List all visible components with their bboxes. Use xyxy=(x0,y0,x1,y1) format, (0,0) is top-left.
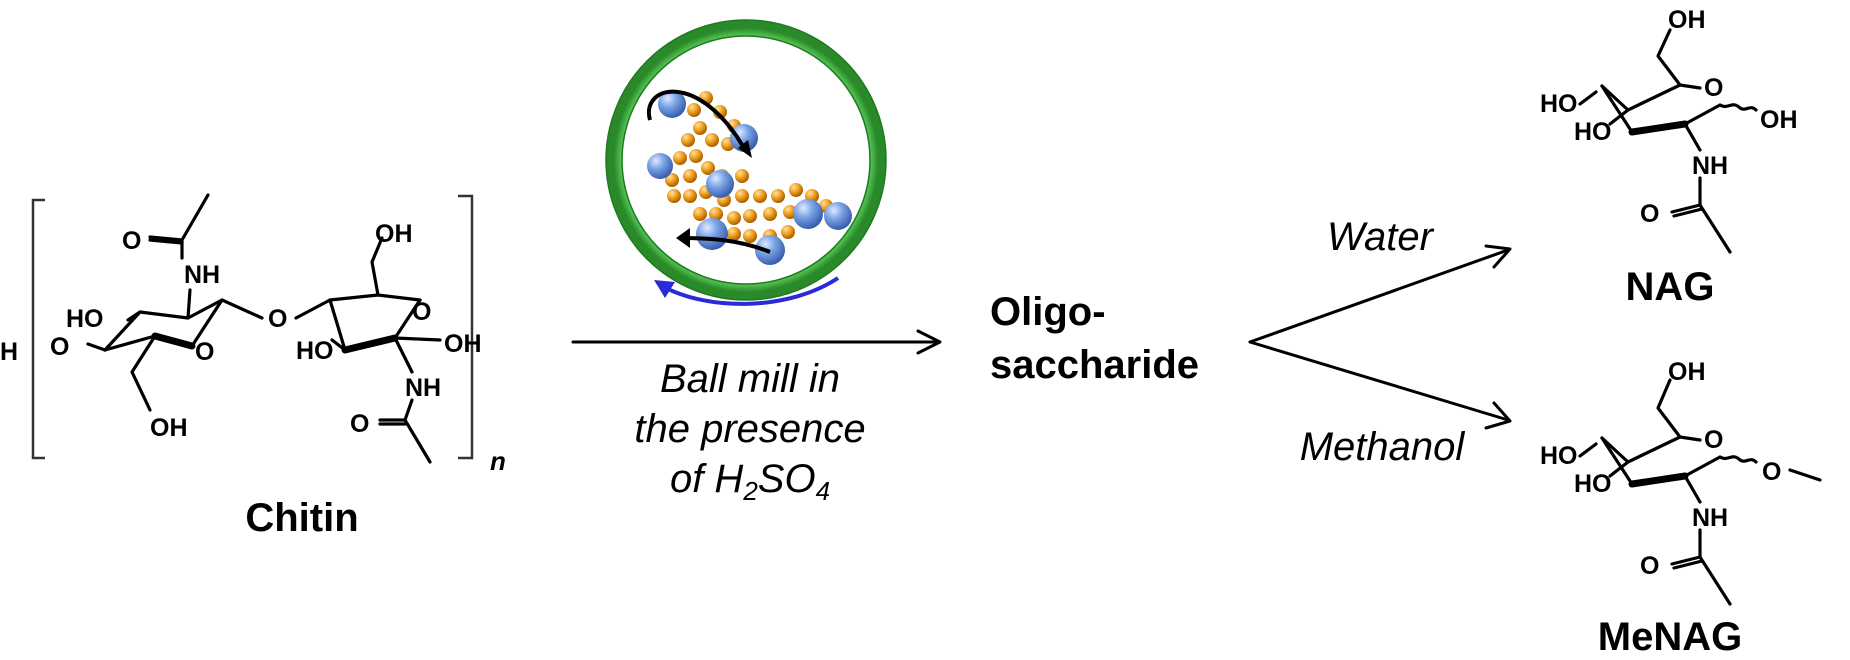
small-ball xyxy=(735,189,749,203)
menag-atom-nh: NH xyxy=(1692,504,1728,532)
water-arrow xyxy=(1248,248,1510,344)
ball-mill-illustration xyxy=(605,19,887,306)
nag-atom-o-ring: O xyxy=(1704,74,1723,102)
ball-mill-jar xyxy=(606,20,886,300)
condition-line-3: of H2SO4 xyxy=(670,457,830,506)
chitin-repeat-subscript: n xyxy=(490,446,506,476)
chitin-atom-o-ring-1: O xyxy=(195,338,214,366)
right-bracket xyxy=(458,194,474,460)
small-ball xyxy=(673,151,687,165)
menag-atom-o-methoxy: O xyxy=(1762,458,1781,486)
nag-structure: OH HO HO O OH NH O NAG xyxy=(1540,6,1798,309)
large-ball xyxy=(647,153,673,179)
small-ball xyxy=(763,207,777,221)
small-ball xyxy=(753,189,767,203)
small-ball xyxy=(667,189,681,203)
chitin-structure: O NH HO O O H O OH OH HO O OH NH O n Chi… xyxy=(0,193,506,540)
nag-atom-ho-1: HO xyxy=(1540,90,1578,118)
small-ball xyxy=(727,211,741,225)
intermediate: Oligo- saccharide xyxy=(990,290,1199,387)
small-ball xyxy=(743,209,757,223)
acid-sub-1: 2 xyxy=(742,476,758,506)
large-ball xyxy=(824,202,852,230)
small-ball xyxy=(683,189,697,203)
menag-atom-o-ring: O xyxy=(1704,426,1723,454)
left-bracket xyxy=(31,198,45,460)
small-ball xyxy=(789,183,803,197)
small-ball xyxy=(713,105,727,119)
large-ball xyxy=(696,218,728,250)
chitin-atom-h-end: H xyxy=(0,338,18,366)
nag-label: NAG xyxy=(1626,265,1715,309)
large-ball xyxy=(730,124,758,152)
chitin-label: Chitin xyxy=(245,496,358,540)
menag-label: MeNAG xyxy=(1598,615,1742,659)
large-ball xyxy=(658,90,686,118)
menag-atom-ho-1: HO xyxy=(1540,442,1578,470)
chitin-atom-ho-1: HO xyxy=(66,305,104,333)
chitin-atom-o-end: O xyxy=(50,333,69,361)
small-ball xyxy=(689,149,703,163)
condition-methanol: Methanol xyxy=(1300,425,1466,469)
small-ball xyxy=(727,227,741,241)
chitin-atom-ho-2: HO xyxy=(296,337,334,365)
small-ball xyxy=(771,189,785,203)
small-ball xyxy=(665,173,679,187)
condition-water: Water xyxy=(1327,215,1435,259)
ball-mill-conditions: Ball mill in the presence of H2SO4 xyxy=(634,357,865,506)
small-ball xyxy=(781,225,795,239)
small-ball xyxy=(743,229,757,243)
chitin-atom-oh-end: OH xyxy=(444,330,482,358)
chitin-atom-oh-ch2-2: OH xyxy=(375,220,413,248)
condition-line-2: the presence xyxy=(634,407,865,451)
acid-prefix: of H xyxy=(670,457,743,501)
chitin-atom-oh-ch2-1: OH xyxy=(150,414,188,442)
chitin-atom-o-link: O xyxy=(268,305,287,333)
small-ball xyxy=(683,169,697,183)
menag-atom-ho-2: HO xyxy=(1574,470,1612,498)
nag-atom-nh: NH xyxy=(1692,152,1728,180)
condition-line-1: Ball mill in xyxy=(660,357,840,401)
menag-structure: OH HO HO O O NH O MeNAG xyxy=(1540,358,1822,659)
nag-atom-oh-top: OH xyxy=(1668,6,1706,34)
large-ball xyxy=(793,199,823,229)
small-ball xyxy=(687,103,701,117)
small-ball xyxy=(681,133,695,147)
nag-atom-ho-2: HO xyxy=(1574,118,1612,146)
methanol-arrow xyxy=(1248,340,1510,422)
small-ball xyxy=(693,121,707,135)
rotation-arrow xyxy=(661,276,840,306)
motion-arrow-upper xyxy=(646,89,747,151)
small-ball xyxy=(693,207,707,221)
chitin-atom-nh-1: NH xyxy=(184,261,220,289)
intermediate-line-2: saccharide xyxy=(990,343,1199,387)
menag-atom-o-carbonyl: O xyxy=(1640,552,1659,580)
chitin-atom-o-ring-2: O xyxy=(412,298,431,326)
small-ball xyxy=(735,169,749,183)
small-ball xyxy=(705,133,719,147)
menag-atom-oh-top: OH xyxy=(1668,358,1706,386)
nag-atom-oh-anomeric: OH xyxy=(1760,106,1798,134)
large-ball xyxy=(706,170,734,198)
chitin-atom-nh-2: NH xyxy=(405,374,441,402)
nag-atom-o-carbonyl: O xyxy=(1640,200,1659,228)
intermediate-line-1: Oligo- xyxy=(990,290,1106,334)
acid-mid: SO xyxy=(758,457,816,501)
chitin-atom-o-carbonyl-1: O xyxy=(122,227,141,255)
acid-sub-2: 4 xyxy=(816,476,830,506)
small-ball xyxy=(701,161,715,175)
chitin-atom-o-carbonyl-2: O xyxy=(350,410,369,438)
small-ball xyxy=(709,207,723,221)
large-balls xyxy=(647,90,852,265)
